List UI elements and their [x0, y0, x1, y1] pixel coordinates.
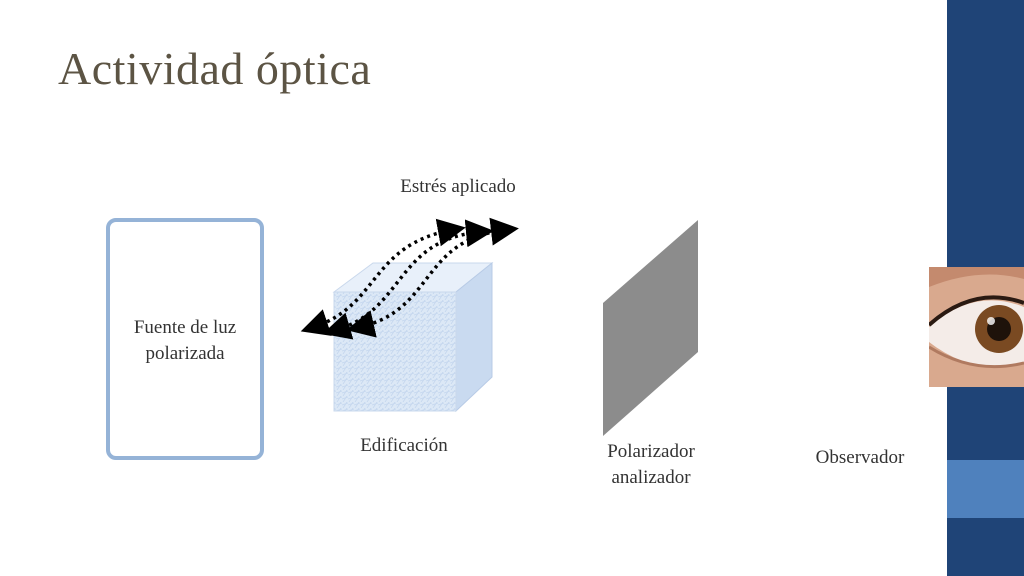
cube-icon: [332, 261, 494, 413]
stress-arrows: [300, 217, 519, 340]
stress-label: Estrés aplicado: [400, 176, 516, 197]
polarizer-plate: [603, 220, 698, 436]
right-bar-accent: [947, 460, 1024, 518]
light-source-label: Fuente de luz polarizada: [133, 317, 237, 364]
building-label: Edificación: [360, 435, 448, 456]
polarizer-label: Polarizador analizador: [607, 441, 695, 488]
slide-title: Actividad óptica: [58, 43, 372, 94]
eye-icon: [929, 267, 1024, 387]
diagram-canvas: [300, 217, 698, 436]
observer-label: Observador: [815, 447, 905, 468]
light-source-box: [106, 218, 264, 460]
